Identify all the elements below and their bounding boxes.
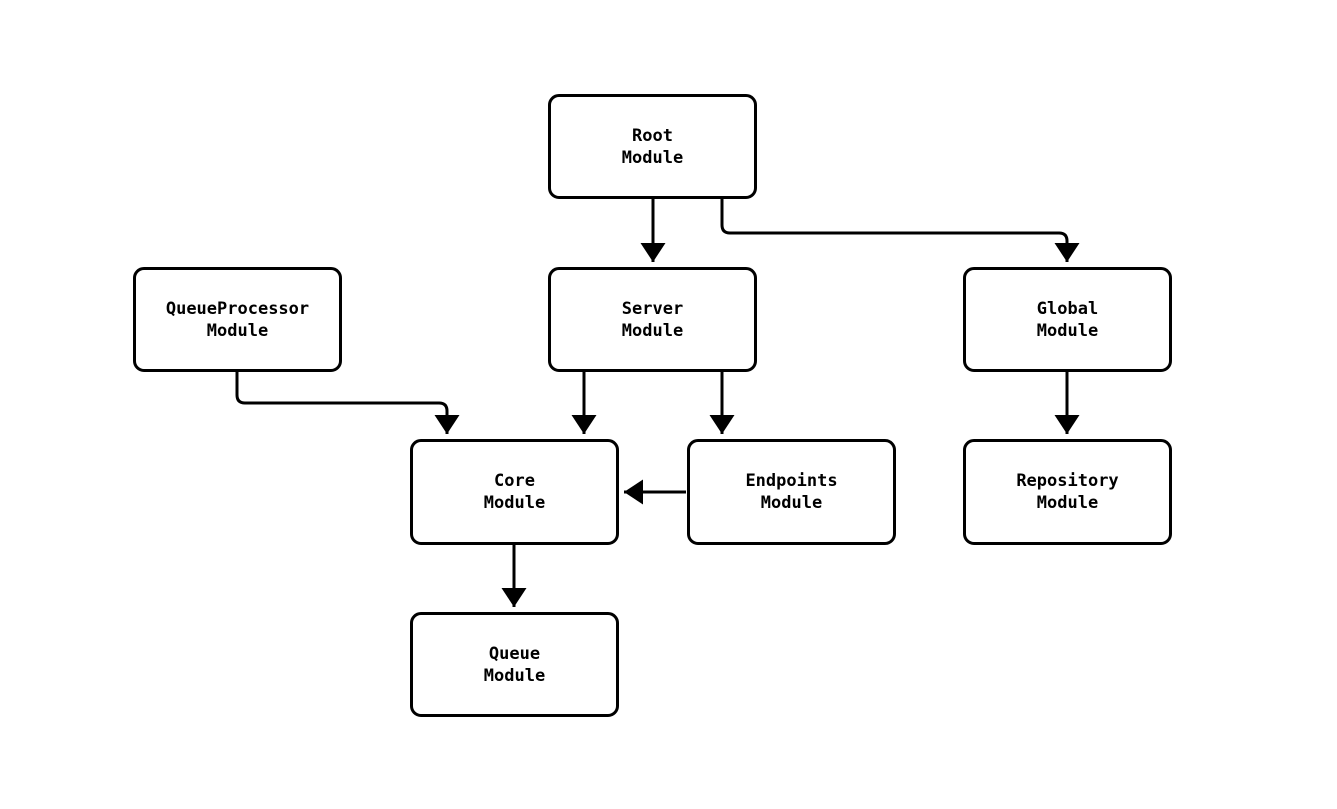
node-label-line2: Module: [621, 320, 684, 341]
node-label-line2: Module: [1036, 493, 1099, 513]
node-repository-module: Repository Module: [963, 439, 1172, 545]
node-label-line1: Repository: [1016, 471, 1119, 491]
node-server-module: Server Module: [548, 267, 757, 372]
node-label-line1: Queue: [488, 643, 541, 664]
node-label-line2: Module: [621, 147, 684, 168]
node-endpoints-module: Endpoints Module: [687, 439, 896, 545]
node-label-line1: Endpoints: [745, 471, 838, 491]
node-queue-module: Queue Module: [410, 612, 619, 717]
node-label-line1: QueueProcessor: [165, 298, 310, 319]
node-label-line2: Module: [1036, 320, 1099, 341]
node-root-module: Root Module: [548, 94, 757, 199]
edge-queueprocessor-to-core: [235, 371, 460, 434]
node-label-line1: Global: [1036, 298, 1099, 319]
node-label-line2: Module: [206, 320, 269, 341]
node-label-line2: Module: [483, 665, 546, 686]
node-global-module: Global Module: [963, 267, 1172, 372]
node-label-line1: Server: [621, 298, 684, 319]
node-queueprocessor-module: QueueProcessor Module: [133, 267, 342, 372]
node-label-line2: Module: [760, 493, 823, 513]
node-label-line1: Core: [494, 471, 535, 491]
node-label-line2: Module: [483, 493, 546, 513]
node-label-line1: Root: [632, 125, 673, 146]
node-core-module: Core Module: [410, 439, 619, 545]
edge-root-to-global: [720, 199, 1080, 262]
